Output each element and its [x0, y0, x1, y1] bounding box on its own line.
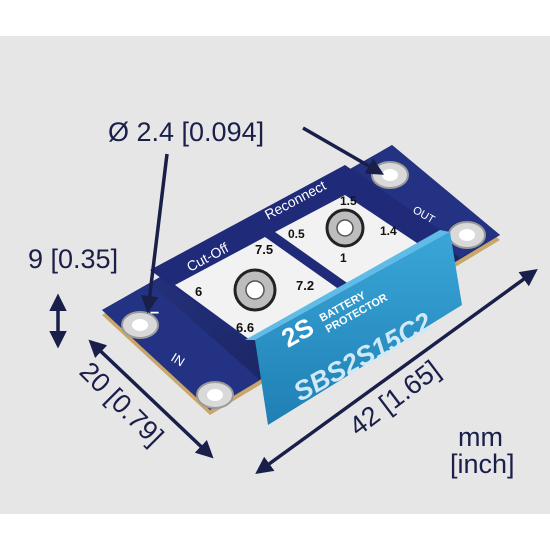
height-text: 9 [0.35] — [28, 244, 118, 274]
cutoff-scale-6: 6 — [195, 284, 202, 299]
hole-leader-left — [141, 153, 169, 314]
units-inch: [inch] — [450, 449, 515, 479]
minus-mark: − — [150, 305, 159, 322]
reconnect-scale-1: 1 — [340, 251, 347, 265]
reconnect-scale-0-5: 0.5 — [288, 227, 305, 241]
length-arrow — [255, 268, 538, 475]
cutoff-scale-7-2: 7.2 — [296, 278, 314, 293]
cutoff-scale-7-5: 7.5 — [255, 242, 273, 257]
reconnect-dial[interactable] — [325, 208, 365, 248]
dimension-lines — [49, 126, 538, 475]
cutoff-scale-6-6: 6.6 — [236, 320, 254, 335]
reconnect-scale-1-5: 1.5 — [340, 194, 357, 208]
units-mm: mm — [458, 422, 503, 452]
reconnect-scale-1-4: 1.4 — [380, 224, 397, 238]
hole-leader-right — [302, 126, 385, 175]
hole-diameter-text: Ø 2.4 [0.094] — [108, 117, 264, 147]
width-arrow — [88, 339, 214, 459]
cutoff-dial[interactable] — [233, 268, 277, 312]
